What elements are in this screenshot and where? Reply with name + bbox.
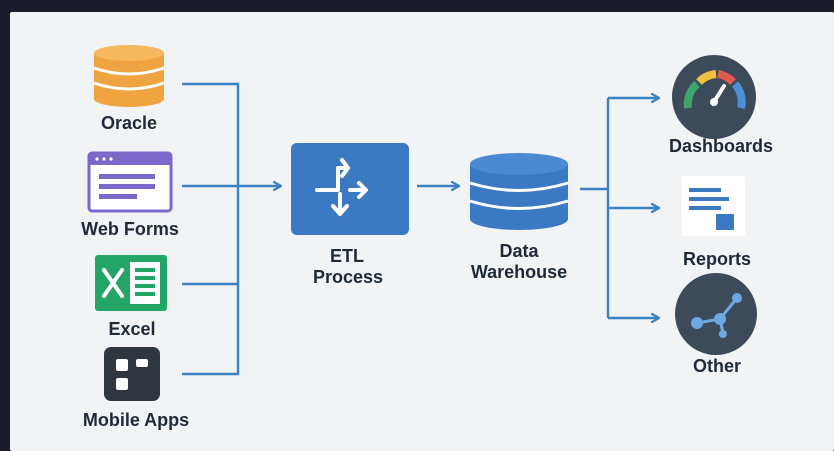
report-icon (681, 176, 745, 236)
web-form-icon (87, 151, 173, 213)
web-forms-source: Web Forms (81, 151, 179, 239)
warehouse-label-line1: Data (499, 241, 539, 261)
database-icon (469, 153, 569, 230)
mobile-apps-label: Mobile Apps (83, 410, 189, 430)
dashboards-label: Dashboards (669, 136, 773, 156)
gauge-icon (672, 55, 756, 139)
etl-label-line1: ETL (330, 246, 364, 266)
dashboards-output: Dashboards (669, 55, 773, 156)
mobile-apps-source: Mobile Apps (83, 347, 189, 430)
other-label: Other (693, 356, 741, 376)
mobile-app-icon (104, 347, 160, 401)
reports-output: Reports (681, 176, 751, 269)
output-connectors (580, 98, 659, 318)
etl-label-line2: Process (313, 267, 383, 287)
etl-process: ETL Process (291, 143, 409, 287)
web-forms-label: Web Forms (81, 219, 179, 239)
excel-source: Excel (95, 255, 167, 339)
network-icon (675, 273, 757, 355)
excel-label: Excel (108, 319, 155, 339)
data-warehouse: Data Warehouse (469, 153, 569, 282)
database-icon (93, 45, 165, 107)
reports-label: Reports (683, 249, 751, 269)
source-bracket-line (182, 82, 240, 376)
excel-icon (95, 255, 167, 311)
etl-arrows-icon (315, 158, 368, 216)
oracle-label: Oracle (101, 113, 157, 133)
warehouse-label-line2: Warehouse (471, 262, 567, 282)
other-output: Other (675, 273, 757, 376)
oracle-source: Oracle (93, 45, 165, 133)
source-connectors (182, 82, 281, 376)
